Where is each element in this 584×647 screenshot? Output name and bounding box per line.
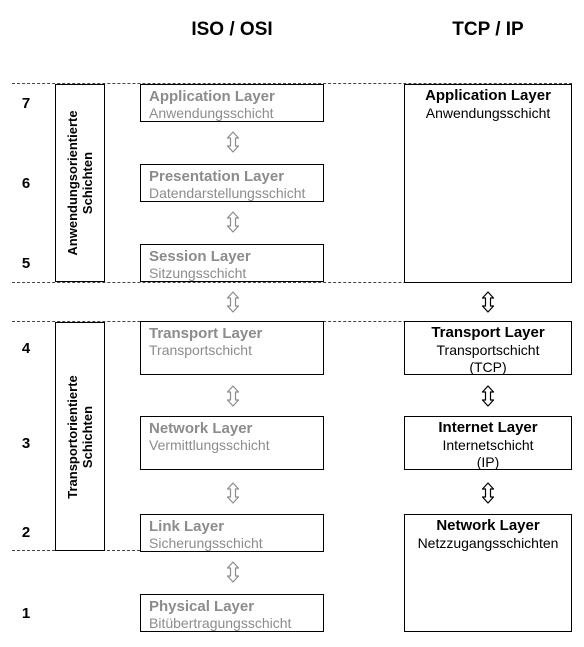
osi-heading: ISO / OSI	[191, 19, 273, 40]
double-vertical-arrow-icon	[226, 482, 240, 504]
osi-application-layer: Application Layer Anwendungsschicht	[140, 84, 324, 122]
separator-upper-mid	[12, 282, 572, 283]
double-vertical-arrow-icon	[226, 385, 240, 407]
double-vertical-arrow-icon	[481, 482, 495, 504]
layer-subtitle: Netzzugangsschichten	[417, 535, 559, 551]
layer-title: Physical Layer	[149, 598, 255, 615]
layer-subtitle: Sicherungsschicht	[149, 535, 263, 551]
tcp-heading: TCP / IP	[452, 19, 524, 40]
side-label-line-2: Schichten	[80, 151, 95, 215]
layer-subtitle: Vermittlungsschicht	[149, 437, 270, 453]
double-vertical-arrow-icon	[226, 291, 240, 313]
layer-number-2: 2	[21, 524, 31, 541]
side-label-line-1: Anwendungsorientierte	[65, 110, 80, 256]
layer-subtitle: Anwendungsschicht	[425, 105, 551, 121]
layer-title: Link Layer	[149, 518, 225, 535]
layer-number-7: 7	[21, 95, 31, 112]
tcp-transport-layer: Transport Layer Transportschicht (TCP)	[404, 321, 572, 375]
application-oriented-label: Anwendungsorientierte Schichten	[55, 84, 105, 282]
layer-subtitle: Datendarstellungsschicht	[149, 185, 306, 201]
layer-title: Presentation Layer	[149, 168, 285, 185]
transport-oriented-label: Transportorientierte Schichten	[55, 322, 105, 551]
osi-presentation-layer: Presentation Layer Datendarstellungsschi…	[140, 164, 324, 202]
layer-title: Network Layer	[149, 420, 253, 437]
layer-subtitle: Internetschicht	[442, 437, 534, 453]
double-vertical-arrow-icon	[481, 385, 495, 407]
separator-top	[12, 83, 572, 84]
layer-number-6: 6	[21, 175, 31, 192]
layer-title: Application Layer	[149, 88, 275, 105]
double-vertical-arrow-icon	[226, 211, 240, 233]
layer-subtitle: Transportschicht	[149, 342, 252, 358]
layer-number-4: 4	[21, 340, 31, 357]
layer-subtitle: Bitübertragungsschicht	[149, 615, 292, 631]
layer-subtitle: Anwendungsschicht	[149, 105, 274, 121]
layer-title: Network Layer	[436, 517, 540, 534]
tcp-internet-layer: Internet Layer Internetschicht (IP)	[404, 416, 572, 470]
layer-number-3: 3	[21, 435, 31, 452]
layer-number-1: 1	[21, 605, 31, 622]
layer-subtitle: Sitzungsschicht	[149, 265, 247, 281]
osi-transport-layer: Transport Layer Transportschicht	[140, 321, 324, 375]
layer-protocol: (IP)	[476, 454, 500, 470]
layer-subtitle: Transportschicht	[436, 342, 540, 358]
tcp-network-layer: Network Layer Netzzugangsschichten	[404, 514, 572, 632]
side-label-line-2: Schichten	[80, 405, 95, 468]
layer-title: Transport Layer	[149, 325, 263, 342]
layer-title: Internet Layer	[438, 419, 538, 436]
double-vertical-arrow-icon	[226, 131, 240, 153]
layer-title: Application Layer	[425, 87, 551, 104]
osi-network-layer: Network Layer Vermittlungsschicht	[140, 416, 324, 470]
layer-protocol: (TCP)	[469, 359, 507, 375]
osi-physical-layer: Physical Layer Bitübertragungsschicht	[140, 594, 324, 632]
layer-number-5: 5	[21, 255, 31, 272]
layer-title: Session Layer	[149, 248, 251, 265]
double-vertical-arrow-icon	[481, 291, 495, 313]
layer-title: Transport Layer	[431, 324, 545, 341]
osi-link-layer: Link Layer Sicherungsschicht	[140, 514, 324, 552]
double-vertical-arrow-icon	[226, 561, 240, 583]
side-label-line-1: Transportorientierte	[65, 374, 80, 499]
tcp-application-layer: Application Layer Anwendungsschicht	[404, 84, 572, 283]
osi-session-layer: Session Layer Sitzungsschicht	[140, 244, 324, 282]
